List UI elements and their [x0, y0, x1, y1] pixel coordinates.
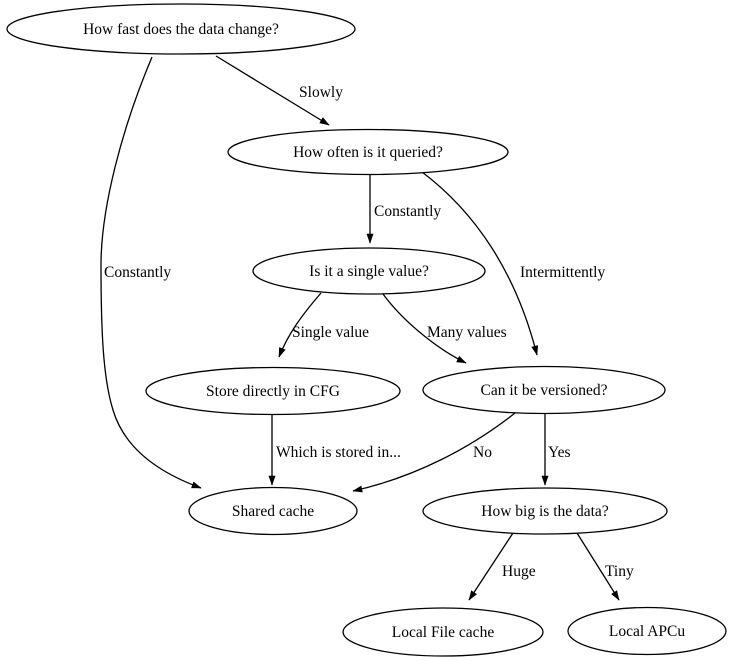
node-ellipse	[145, 366, 401, 416]
edge-line-no	[352, 412, 516, 493]
node-how-big-is-data: How big is the data?	[422, 487, 668, 535]
edge-line-many-values	[382, 293, 467, 364]
edge-label-which-is-stored-in: Which is stored in...	[276, 444, 401, 461]
node-label: Is it a single value?	[309, 263, 429, 280]
edge-label-tiny: Tiny	[605, 563, 634, 580]
node-how-often-queried: How often is it queried?	[227, 128, 509, 176]
node-is-single-value: Is it a single value?	[252, 247, 486, 295]
node-label: Shared cache	[232, 503, 314, 520]
node-ellipse	[188, 486, 358, 536]
node-ellipse	[252, 247, 486, 295]
node-label: Store directly in CFG	[206, 383, 340, 400]
node-label: How fast does the data change?	[83, 21, 279, 38]
node-shared-cache: Shared cache	[188, 486, 358, 536]
node-ellipse	[342, 607, 544, 657]
edge-line-intermittently	[421, 171, 539, 356]
node-can-it-be-versioned: Can it be versioned?	[422, 365, 666, 415]
edge-label-intermittently: Intermittently	[520, 264, 605, 281]
node-label: How often is it queried?	[293, 144, 443, 161]
edge-label-single-value: Single value	[292, 324, 369, 341]
node-ellipse	[567, 606, 727, 656]
node-ellipse	[422, 365, 666, 415]
node-ellipse	[422, 487, 668, 535]
edge-label-slowly: Slowly	[299, 84, 343, 101]
node-label: How big is the data?	[481, 503, 609, 520]
edge-label-constantly-middle: Constantly	[374, 203, 441, 220]
edge-group	[100, 55, 620, 601]
edge-label-huge: Huge	[502, 563, 536, 580]
node-local-file-cache: Local File cache	[342, 607, 544, 657]
edge-label-no: No	[473, 444, 492, 461]
node-ellipse	[227, 128, 509, 176]
node-label: Local APCu	[609, 623, 685, 640]
edge-line-tiny	[576, 532, 620, 601]
node-ellipse	[6, 3, 356, 55]
edge-label-group: Slowly Constantly Constantly Intermitten…	[104, 84, 634, 580]
edge-label-yes: Yes	[548, 444, 571, 461]
node-label: Can it be versioned?	[481, 382, 608, 399]
edge-line-single-value	[278, 292, 322, 358]
node-store-directly-in-cfg: Store directly in CFG	[145, 366, 401, 416]
edge-line-slowly	[215, 55, 330, 126]
node-group: How fast does the data change? How often…	[6, 3, 727, 657]
edge-line-constantly-to-shared-cache	[100, 56, 202, 489]
node-how-fast-does-data-change: How fast does the data change?	[6, 3, 356, 55]
edge-label-constantly-left: Constantly	[104, 264, 171, 281]
edge-line-huge	[468, 532, 514, 601]
node-local-apcu: Local APCu	[567, 606, 727, 656]
edge-label-many-values: Many values	[427, 324, 507, 341]
node-label: Local File cache	[392, 624, 495, 641]
